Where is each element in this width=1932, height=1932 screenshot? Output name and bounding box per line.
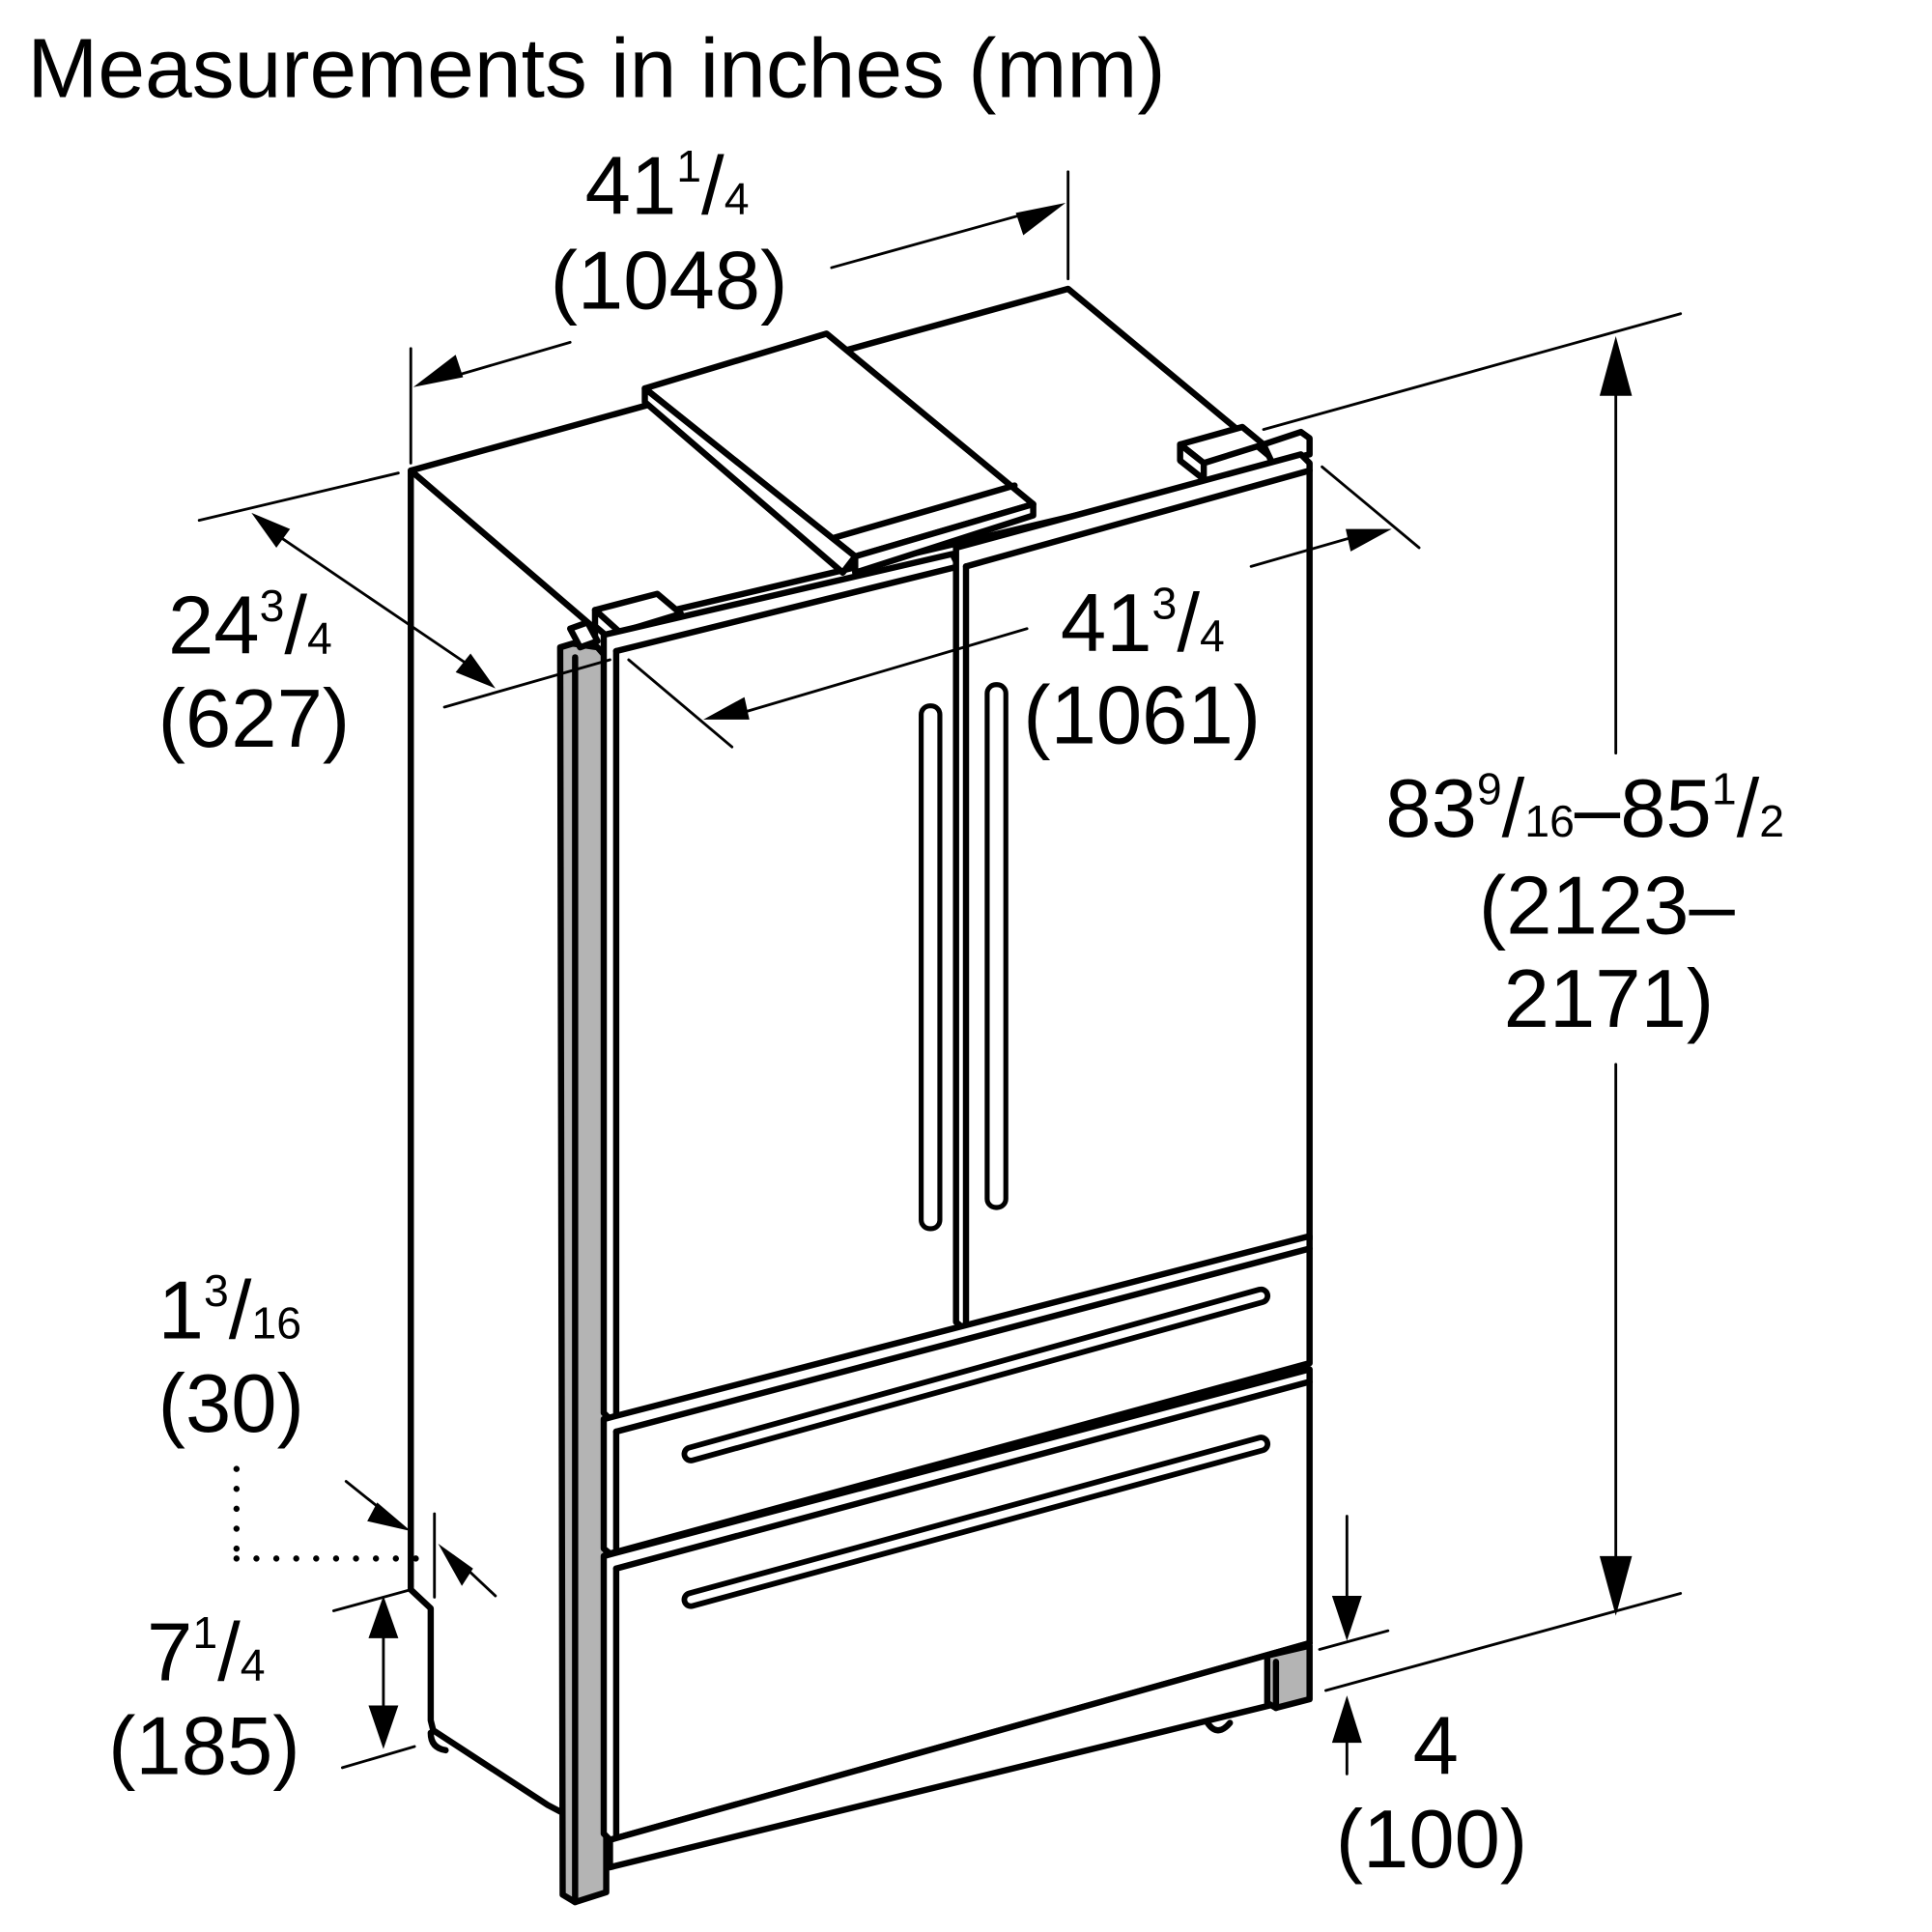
- right-french-door: [952, 451, 1313, 1333]
- upper-drawer: [600, 1233, 1313, 1557]
- left-french-door: [600, 551, 962, 1423]
- diagram-title: Measurements in inches (mm): [27, 21, 1165, 116]
- svg-text:4: 4: [1413, 1700, 1459, 1792]
- dimension-depth: 243/4 (627): [158, 471, 611, 765]
- dimension-toe-kick: 71/4 (185): [108, 1588, 416, 1792]
- dimension-height: 839/16–851/2 (2123– 2171): [1262, 312, 1784, 1692]
- svg-text:839/16–851/2: 839/16–851/2: [1385, 763, 1784, 855]
- svg-text:(185): (185): [108, 1700, 300, 1792]
- lower-drawer: [600, 1366, 1313, 1843]
- svg-text:(100): (100): [1336, 1794, 1528, 1886]
- side-trim-strip: [556, 619, 610, 1906]
- leveling-foot-left: [427, 1729, 449, 1754]
- left-door-handle[interactable]: [919, 703, 943, 1232]
- svg-text:2171): 2171): [1504, 953, 1715, 1045]
- top-cover-plate: [641, 330, 1037, 577]
- dimension-width-top: 411/4 (1048): [409, 141, 1070, 465]
- svg-text:(30): (30): [158, 1358, 304, 1450]
- svg-text:243/4: 243/4: [168, 581, 332, 672]
- svg-text:(1061): (1061): [1023, 669, 1261, 761]
- upper-drawer-handle[interactable]: [681, 1286, 1271, 1463]
- svg-text:(2123–: (2123–: [1479, 860, 1736, 952]
- svg-text:13/16: 13/16: [158, 1264, 301, 1356]
- dimension-base: 4 (100): [1318, 1515, 1528, 1886]
- hinge-block-left: [591, 590, 685, 651]
- dimension-side-offset: 13/16 (30): [158, 1264, 497, 1599]
- svg-text:411/4: 411/4: [585, 141, 750, 233]
- cabinet-top: [408, 285, 1313, 651]
- svg-text:71/4: 71/4: [147, 1607, 266, 1699]
- dimension-width-doors: 413/4 (1061): [627, 465, 1421, 761]
- lower-drawer-handle[interactable]: [681, 1435, 1271, 1609]
- base-plinth: [427, 1639, 1313, 1871]
- svg-text:(1048): (1048): [551, 236, 788, 327]
- leveling-foot-right: [1204, 1719, 1234, 1734]
- svg-text:(627): (627): [158, 673, 351, 765]
- right-door-handle[interactable]: [984, 682, 1009, 1210]
- svg-text:413/4: 413/4: [1061, 578, 1225, 669]
